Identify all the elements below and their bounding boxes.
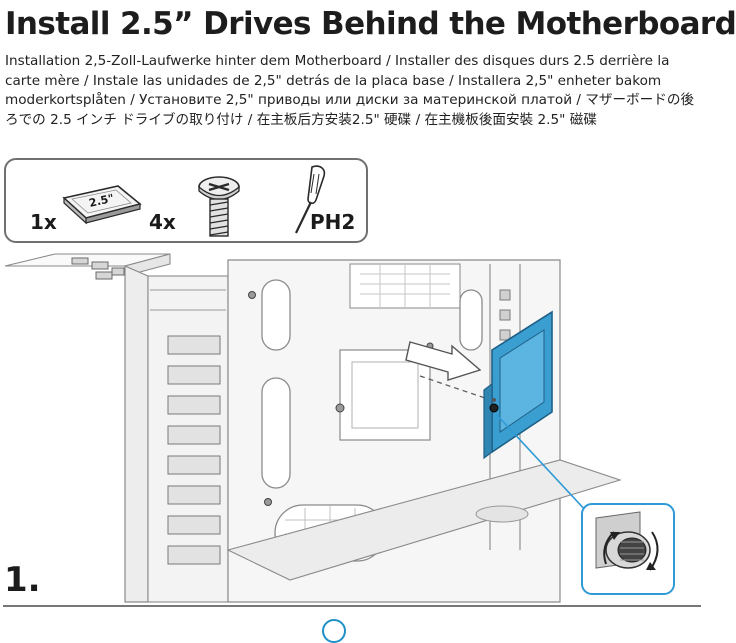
drive-size-label: 2.5"	[88, 192, 115, 210]
screw-icon	[198, 176, 240, 237]
ssd-drive-icon: 2.5"	[62, 185, 142, 225]
drive-quantity: 1x	[30, 210, 57, 234]
thumbscrew-detail-callout	[581, 503, 675, 595]
required-parts-box: 2.5" 1x 4x PH2	[4, 158, 368, 243]
screw-quantity: 4x	[149, 210, 176, 234]
tool-label: PH2	[310, 210, 356, 234]
callout-leader-line	[495, 413, 601, 527]
parts-illustrations: 2.5"	[62, 165, 326, 237]
drive-cage-trays	[167, 335, 221, 565]
screwdriver-icon	[295, 165, 326, 234]
step-number: 1.	[4, 560, 41, 600]
page-title: Install 2.5” Drives Behind the Motherboa…	[5, 6, 736, 42]
insertion-arrow	[405, 341, 486, 399]
ssd-mounting-bracket	[483, 310, 553, 460]
next-step-badge	[322, 619, 346, 643]
multilingual-subtitle: Installation 2,5-Zoll-Laufwerke hinter d…	[5, 53, 695, 128]
section-divider	[3, 605, 701, 607]
case-installation-illustration	[4, 253, 675, 603]
